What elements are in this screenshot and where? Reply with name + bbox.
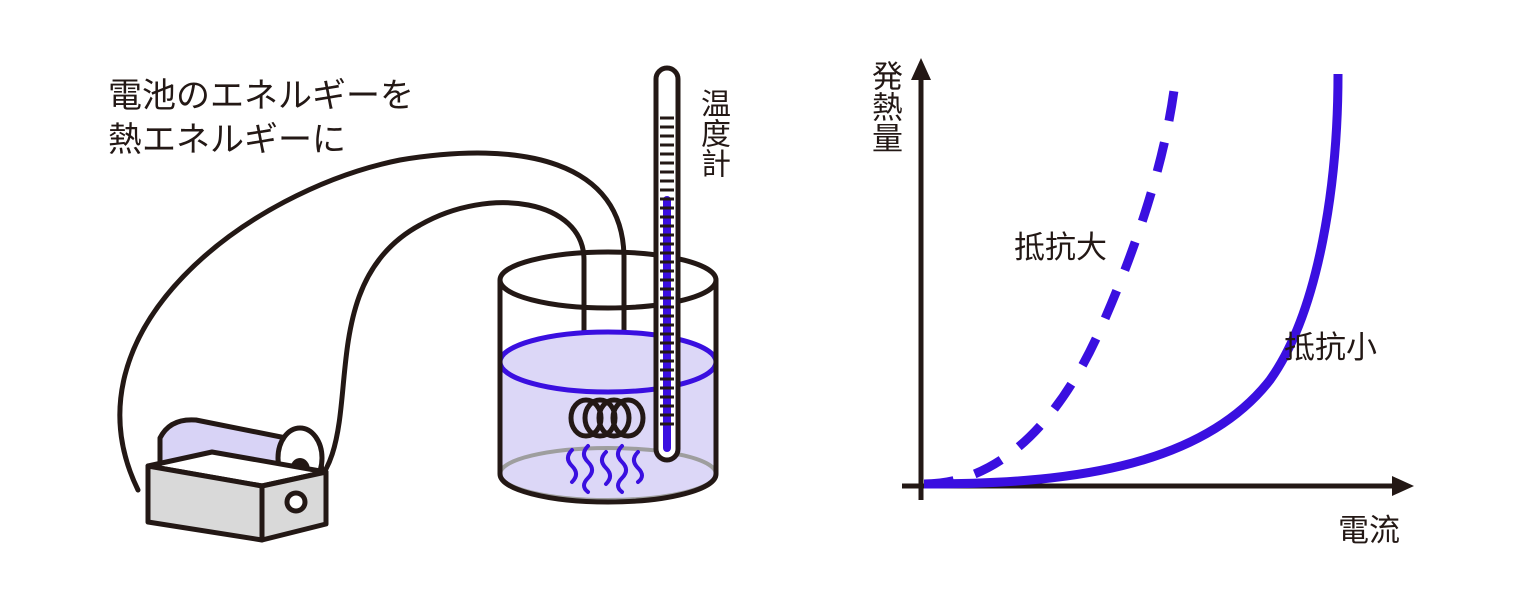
x-axis-arrow [1392,476,1414,496]
heating-coil [568,397,646,439]
beaker-walls [497,280,719,505]
caption: 電池のエネルギーを 熱エネルギーに [108,74,414,162]
caption-line-2: 熱エネルギーに [108,120,346,160]
wires [117,150,627,501]
thermometer-label: 温度計 [695,88,730,178]
outer-wire [117,150,627,493]
series-label-low-resistance: 抵抗小 [1284,330,1377,366]
thermometer-scale [660,116,674,426]
battery-terminal [284,490,308,514]
x-axis-label: 電流 [1338,513,1400,549]
beaker-rim [497,249,719,311]
heat-waves [566,444,644,494]
series-line-low-resistance [923,73,1343,489]
battery [145,417,329,543]
graph [902,58,1414,500]
y-axis-arrow [911,58,931,80]
series-line-high-resistance [923,73,1181,489]
water-surface [497,329,719,395]
beaker [497,249,719,505]
thermometer [653,65,681,463]
series-label-high-resistance: 抵抗大 [1014,230,1107,266]
caption-line-1: 電池のエネルギーを [108,76,414,116]
y-axis-label: 発熱量 [866,60,902,153]
inner-wire [293,200,587,501]
